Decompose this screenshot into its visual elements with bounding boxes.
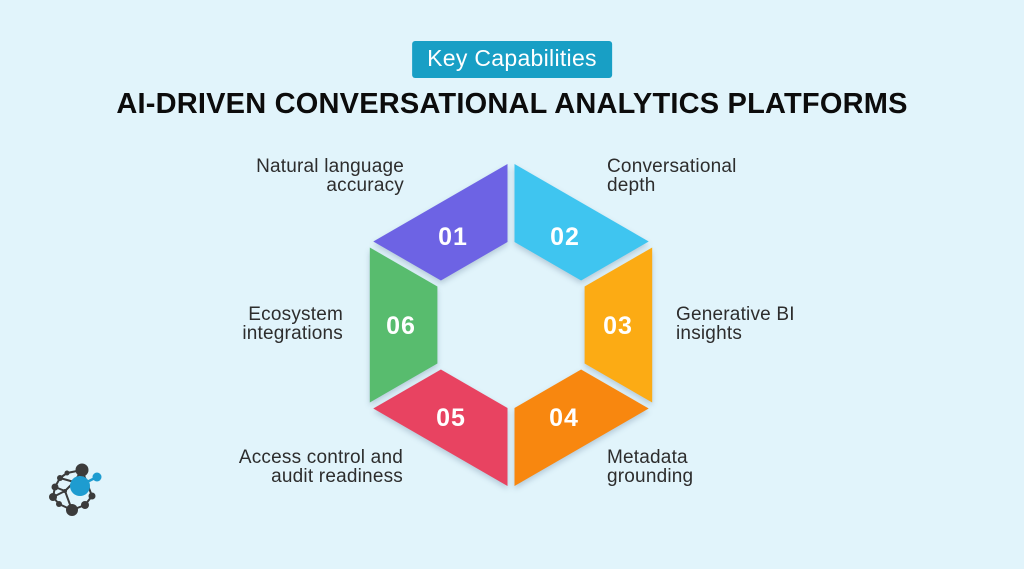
segment-04-label: Metadata grounding xyxy=(607,447,694,487)
segment-02-label: Conversational depth xyxy=(607,156,737,196)
segment-05-label: Access control and audit readiness xyxy=(238,447,403,487)
segment-05-shape xyxy=(373,369,508,486)
segment-03-label: Generative BI insights xyxy=(676,304,795,344)
network-logo-icon xyxy=(49,463,102,516)
segment-06-number: 06 xyxy=(386,312,416,340)
segment-02-number: 02 xyxy=(550,223,580,251)
segment-01-number: 01 xyxy=(438,223,468,251)
segment-01-shape xyxy=(373,164,508,281)
key-capabilities-badge: Key Capabilities xyxy=(412,41,612,78)
segment-01-label: Natural language accuracy xyxy=(256,156,404,196)
segment-06-shape xyxy=(369,247,438,403)
segment-03-number: 03 xyxy=(603,312,633,340)
segment-04-number: 04 xyxy=(549,404,579,432)
segment-02-shape xyxy=(514,164,649,281)
segment-05-number: 05 xyxy=(436,404,466,432)
page-title: AI-DRIVEN CONVERSATIONAL ANALYTICS PLATF… xyxy=(116,88,908,120)
segment-06-label: Ecosystem integrations xyxy=(242,304,343,344)
segment-03-shape xyxy=(584,247,653,403)
segment-04-shape xyxy=(514,369,649,486)
